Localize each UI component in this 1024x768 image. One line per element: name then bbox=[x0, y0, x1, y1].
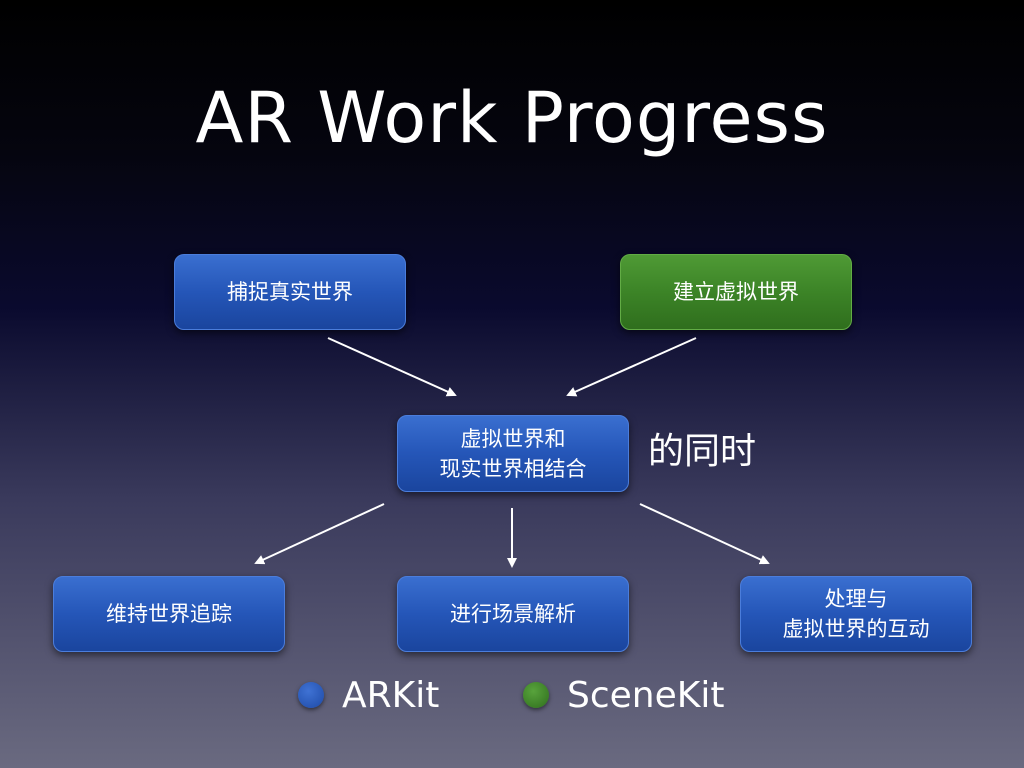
arrow-combine-to-interaction bbox=[639, 503, 770, 565]
side-note: 的同时 bbox=[648, 431, 757, 472]
scenekit-legend-dot bbox=[523, 682, 549, 708]
world-tracking-label: 维持世界追踪 bbox=[106, 602, 232, 626]
slide-title: AR Work Progress bbox=[195, 77, 829, 159]
combine-worlds-line1: 虚拟世界和 bbox=[460, 426, 566, 451]
virtual-interaction-line2: 虚拟世界的互动 bbox=[782, 617, 930, 641]
combine-worlds-box: 虚拟世界和 现实世界相结合 bbox=[397, 415, 629, 492]
virtual-interaction-box: 处理与 虚拟世界的互动 bbox=[740, 576, 972, 652]
arrow-build-to-combine bbox=[566, 337, 697, 397]
world-tracking-box: 维持世界追踪 bbox=[53, 576, 285, 652]
capture-real-world-label: 捕捉真实世界 bbox=[227, 280, 353, 304]
combine-worlds-line2: 现实世界相结合 bbox=[439, 456, 587, 481]
arkit-legend-dot bbox=[298, 682, 324, 708]
capture-real-world-box: 捕捉真实世界 bbox=[174, 254, 406, 330]
virtual-interaction-line1: 处理与 bbox=[824, 587, 888, 611]
build-virtual-world-label: 建立虚拟世界 bbox=[673, 280, 799, 304]
build-virtual-world-box: 建立虚拟世界 bbox=[620, 254, 852, 330]
arrow-combine-to-tracking bbox=[254, 503, 385, 565]
arkit-legend-label: ARKit bbox=[342, 675, 440, 716]
scene-parsing-box: 进行场景解析 bbox=[397, 576, 629, 652]
scenekit-legend-label: SceneKit bbox=[567, 675, 725, 716]
arrow-capture-to-combine bbox=[327, 337, 457, 397]
scene-parsing-label: 进行场景解析 bbox=[450, 602, 576, 626]
